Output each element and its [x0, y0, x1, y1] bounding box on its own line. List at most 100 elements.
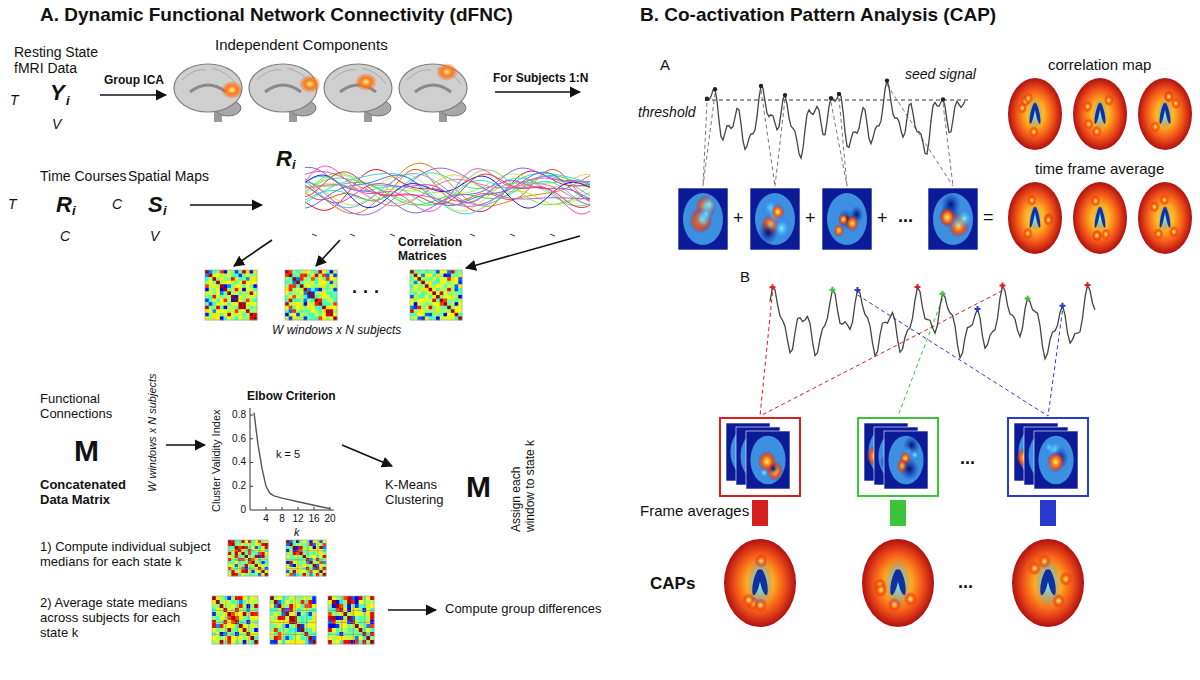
- matrix-cell: [355, 636, 359, 640]
- matrix-cell: [370, 600, 374, 604]
- matrix-cell: [443, 306, 447, 310]
- peak-marker: [1025, 295, 1031, 301]
- matrix-cell: [285, 306, 289, 310]
- matrix-cell: [343, 604, 347, 608]
- brain-axial: [724, 539, 796, 627]
- matrix-cell: [246, 274, 250, 278]
- matrix-grid: [248, 596, 249, 644]
- matrix-cell: [209, 295, 213, 299]
- matrix-border: [228, 540, 268, 576]
- matrix-cell: [432, 306, 436, 310]
- matrix-cell: [292, 274, 296, 278]
- matrix-cell: [278, 600, 282, 604]
- cluster-bar: [752, 500, 768, 526]
- arrow-label: For Subjects 1:N: [493, 72, 588, 86]
- matrix-cell: [235, 281, 239, 285]
- matrix-cell: [455, 274, 459, 278]
- matrix-cell: [336, 612, 340, 616]
- seed-signal: [705, 81, 965, 159]
- matrix-cell: [333, 302, 337, 306]
- matrix-cell: [425, 295, 429, 299]
- brain-axial: [933, 193, 974, 246]
- arrow: [100, 94, 166, 96]
- matrix-cell: [326, 309, 330, 313]
- matrix-cell: [308, 640, 312, 644]
- matrix-cell: [220, 313, 224, 317]
- ventricle: [758, 569, 770, 596]
- matrix-cell: [447, 295, 451, 299]
- selection-line: [761, 90, 775, 186]
- matrix-cell: [447, 313, 451, 317]
- matrix-cell: [274, 628, 278, 632]
- matrix-cell: [410, 288, 414, 292]
- matrix-cell: [355, 612, 359, 616]
- matrix-cell: [245, 570, 249, 573]
- tick-label: 0.2: [232, 480, 246, 492]
- brain-outline: [683, 193, 723, 245]
- matrix-cell: [216, 628, 220, 632]
- matrix-cell: [205, 288, 209, 292]
- matrix-border: [410, 270, 462, 320]
- matrix-cell: [292, 302, 296, 306]
- matrix-cell: [308, 604, 312, 608]
- matrix-cell: [227, 636, 231, 640]
- matrix-cell: [336, 624, 340, 628]
- cluster-frame: [720, 418, 800, 496]
- matrix-cell: [303, 564, 307, 567]
- step-label: K-Means Clustering: [385, 478, 459, 508]
- brain-outline: [1008, 78, 1062, 150]
- matrix-cell: [216, 281, 220, 285]
- matrix-cell: [235, 309, 239, 313]
- matrix-cell: [251, 564, 255, 567]
- matrix-cell: [224, 281, 228, 285]
- matrix-cell: [289, 288, 293, 292]
- matrix-cell: [307, 295, 311, 299]
- matrix-cell: [285, 284, 289, 288]
- matrix-cell: [224, 302, 228, 306]
- matrix-cell: [366, 640, 370, 644]
- matrix-cell: [432, 302, 436, 306]
- matrix-cell: [212, 291, 216, 295]
- ventricle-halo: [1027, 99, 1042, 129]
- matrix-cell: [421, 284, 425, 288]
- subscript: i: [66, 94, 70, 109]
- matrix-cell: [245, 552, 249, 555]
- matrix-cell: [209, 306, 213, 310]
- matrix-cell: [293, 564, 297, 567]
- matrix-cell: [299, 543, 303, 546]
- matrix-cell: [220, 302, 224, 306]
- matrix-cell: [311, 274, 315, 278]
- matrix-cell: [274, 624, 278, 628]
- matrix-cell: [242, 295, 246, 299]
- matrix-cell: [318, 295, 322, 299]
- activation-blob: [833, 224, 844, 237]
- matrix-cell: [312, 596, 316, 600]
- matrix-cell: [209, 299, 213, 303]
- dimension-label: V: [150, 228, 159, 244]
- matrix-cell: [243, 640, 247, 644]
- matrix-cell: [311, 284, 315, 288]
- matrix-border: [270, 596, 316, 644]
- window-mark: [390, 234, 395, 236]
- matrix-cell: [330, 288, 334, 292]
- matrix-cell: [241, 564, 245, 567]
- matrix-cell: [312, 616, 316, 620]
- matrix-cell: [235, 546, 239, 549]
- tick-label: 0.6: [232, 433, 246, 445]
- matrix-cell: [336, 636, 340, 640]
- matrix-cell: [343, 612, 347, 616]
- matrix-cell: [274, 616, 278, 620]
- matrix-cell: [289, 291, 293, 295]
- matrix-cell: [289, 564, 293, 567]
- time-course: [305, 172, 590, 208]
- matrix-cell: [250, 302, 254, 306]
- matrix-cell: [250, 270, 254, 274]
- matrix-cell: [343, 600, 347, 604]
- matrix-cell: [313, 564, 317, 567]
- section-label: Independent Components: [215, 36, 388, 53]
- matrix-cell: [440, 313, 444, 317]
- matrix-cell: [336, 596, 340, 600]
- matrix-cell: [239, 624, 243, 628]
- ventricle: [1034, 207, 1042, 229]
- peak-marker: [940, 291, 946, 297]
